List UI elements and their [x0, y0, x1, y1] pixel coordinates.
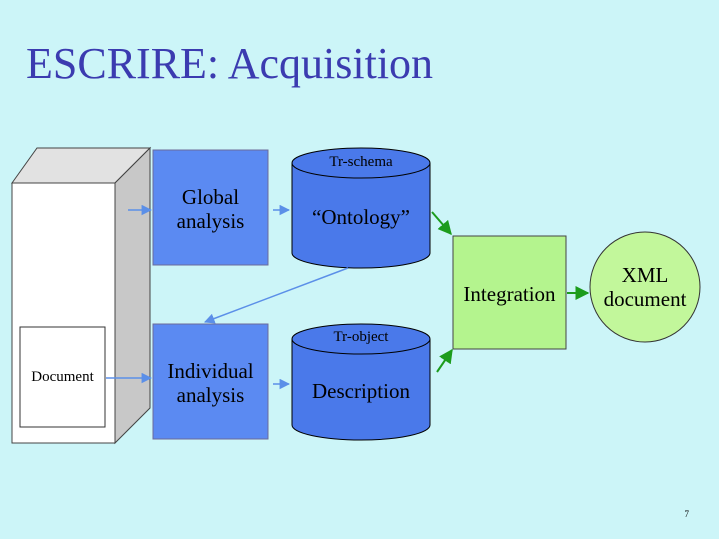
arrow-ontology-to-individual: [204, 267, 349, 324]
xml-document-label: XML document: [603, 262, 687, 311]
arrow-description-to-integration: [436, 348, 453, 373]
tr-object-label: Tr-object: [333, 329, 389, 346]
integration-label: Integration: [463, 281, 556, 306]
description-label: Description: [312, 378, 410, 403]
individual-analysis-box: [152, 323, 269, 440]
document-label: Document: [31, 369, 94, 386]
arrow-ontology-to-integration: [431, 211, 452, 236]
individual-analysis-label: Individual analysis: [167, 358, 254, 407]
global-analysis-box: [152, 149, 269, 266]
ontology-label: “Ontology”: [312, 204, 410, 229]
integration-box: [452, 235, 567, 350]
slide-title: ESCRIRE: Acquisition: [26, 39, 434, 88]
document-stack: [11, 146, 152, 445]
ontology-cylinder: [291, 147, 431, 269]
document-page: [19, 326, 106, 428]
description-cylinder: [291, 323, 431, 441]
tr-schema-label: Tr-schema: [329, 154, 393, 171]
page-number: 7: [684, 509, 690, 519]
xml-document-circle: [589, 231, 701, 343]
global-analysis-label: Global analysis: [176, 184, 245, 233]
